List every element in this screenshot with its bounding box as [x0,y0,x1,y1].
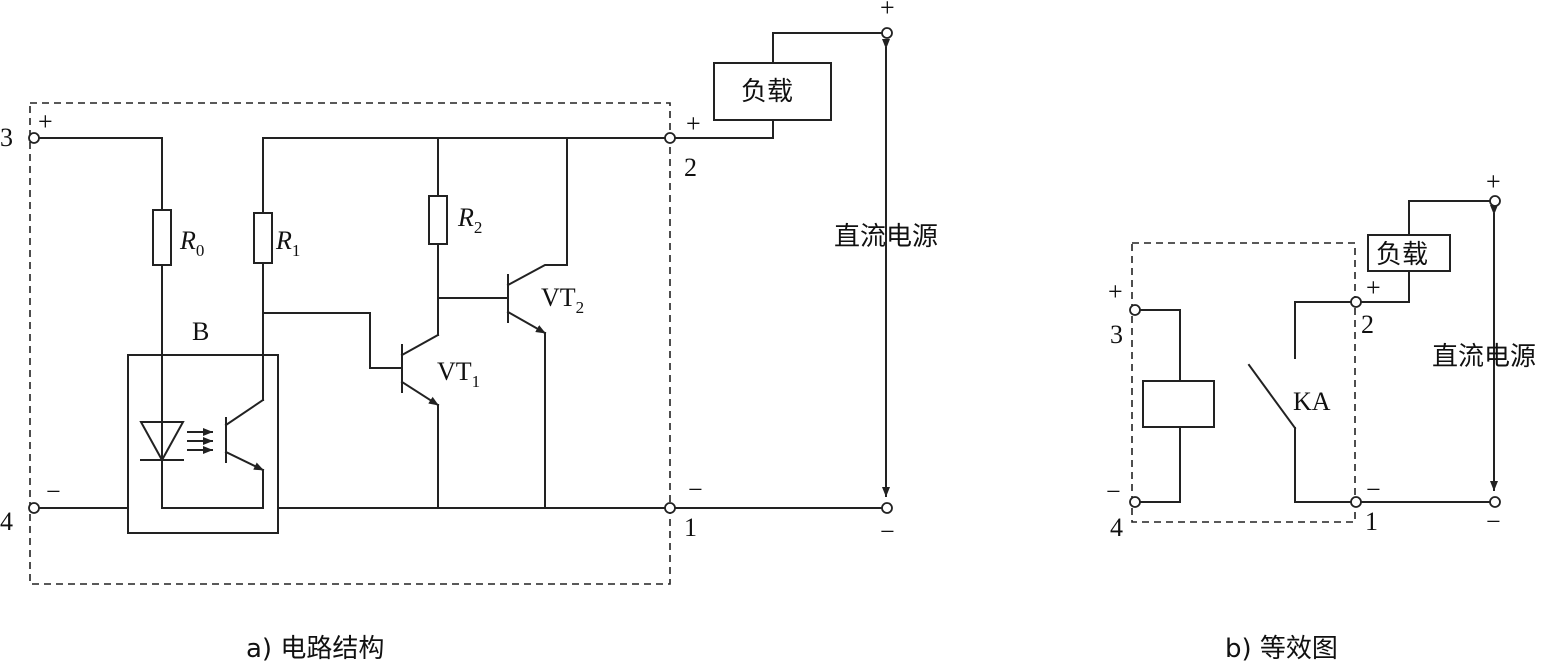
terminal-3-b [1129,304,1141,316]
terminal-2-b [1350,296,1362,308]
resistor-r0 [152,209,172,266]
supply-label-b: 直流电源 [1432,342,1536,372]
supply-pos-terminal-a [881,27,893,39]
terminal-2-a [664,132,676,144]
load-wire-low-b [1358,270,1410,303]
terminal-1-label-a: 1 [684,513,697,542]
load-box-a [713,62,832,121]
load-wire-high [772,32,884,64]
supply-neg-terminal-a [881,502,893,514]
terminal-4-polarity-b: − [1106,477,1121,506]
supply-pos-label-b: + [1486,167,1501,196]
terminal-4-a [28,502,40,514]
terminal-4-label-b: 4 [1110,513,1123,542]
supply-neg-label-a: − [880,517,895,546]
vt1-base-wire [262,312,403,369]
resistor-r1 [253,212,273,264]
terminal-4-b [1129,496,1141,508]
optocoupler-b [127,354,279,534]
terminal-3-polarity-b: + [1108,277,1123,306]
panel-b: + 3 − 4 + 2 − 1 + − KA 负载 直流电源 b) 等效图 [1106,167,1536,664]
relay-contact-blade [1247,363,1297,430]
load-wire-high-b [1408,200,1491,236]
optocoupler-label: B [192,317,209,346]
terminal-3-polarity-a: + [38,107,53,136]
coil-wires [1137,309,1181,503]
terminal-3-label-b: 3 [1110,320,1123,349]
supply-neg-terminal-b [1489,496,1501,508]
vt2-label: VT2 [541,283,584,317]
module-boundary-b [1131,242,1356,523]
terminal-3-a [28,132,40,144]
load-label-b: 负载 [1376,240,1428,270]
transistor-vt1 [400,333,440,509]
r1-label: R1 [275,226,300,260]
terminal-1-polarity-a: − [688,475,703,504]
supply-pos-terminal-b [1489,195,1501,207]
terminal-2-polarity-b: + [1366,273,1381,302]
contact-wire-top [1294,301,1353,359]
load-box-b [1367,234,1451,272]
load-label-a: 负载 [741,77,793,107]
terminal-1-a [664,502,676,514]
caption-a: a) 电路结构 [246,634,384,664]
r0-branch [37,137,163,509]
terminal-1-b [1350,496,1362,508]
resistor-r2 [428,195,448,245]
terminal-2-label-a: 2 [684,153,697,182]
r2-label: R2 [457,203,482,237]
terminal-3-label-a: 3 [0,123,13,152]
terminal-4-label-a: 4 [0,507,13,536]
load-wire-low [669,119,774,139]
vt1-label: VT1 [437,357,480,391]
transistor-vt2 [506,137,568,509]
contact-wire-bottom [1294,427,1353,503]
relay-contact-label: KA [1293,387,1331,416]
panel-a: 3 + 4 − 2 + 1 − + − R0 R1 R2 VT1 VT2 B 负… [0,0,938,664]
supply-pos-label-a: + [880,0,895,22]
terminal-4-polarity-a: − [46,477,61,506]
terminal-1-label-b: 1 [1365,507,1378,536]
terminal-2-label-b: 2 [1361,310,1374,339]
r0-label: R0 [179,226,204,260]
terminal-2-polarity-a: + [686,109,701,138]
supply-label-a: 直流电源 [834,222,938,252]
module-boundary-a [29,102,671,585]
relay-coil [1142,380,1215,428]
supply-neg-label-b: − [1486,507,1501,536]
terminal-1-polarity-b: − [1366,475,1381,504]
caption-b: b) 等效图 [1225,634,1338,664]
